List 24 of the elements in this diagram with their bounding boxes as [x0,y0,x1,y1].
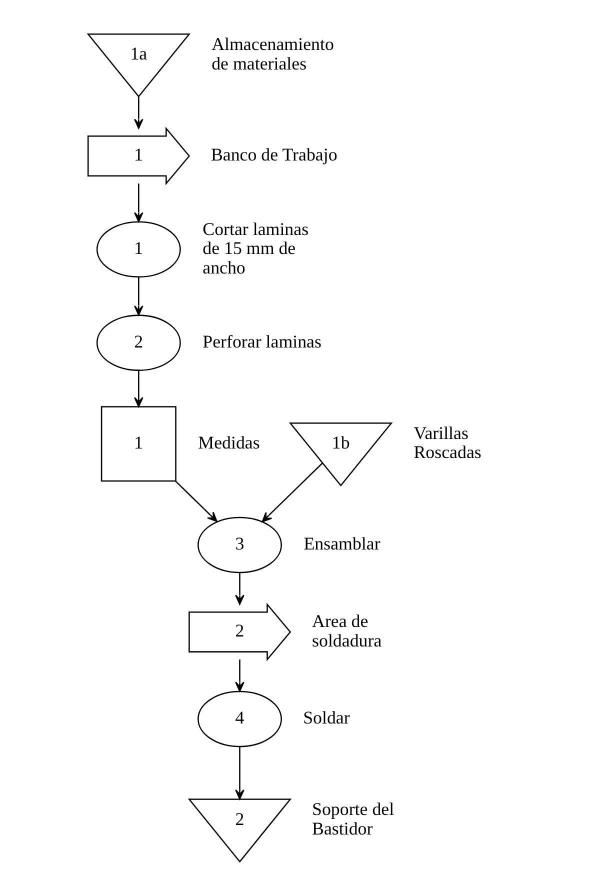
arrow [174,480,217,522]
node-label: Area de soldadura [312,611,382,650]
arrow [134,276,143,316]
arrow [134,370,143,408]
node-label: Soldar [302,708,350,728]
arrow [134,184,143,222]
node-ellipse: 4 [197,690,282,748]
node-label: Varillas Roscadas [413,423,481,462]
node-ellipse: 1 [96,221,180,278]
node-label: Medidas [198,432,260,453]
node-label: Banco de Trabajo [210,144,337,165]
node-label: Perforar laminas [202,332,321,352]
node-label: Cortar laminas de 15 mm de ancho [202,218,308,278]
arrow [261,462,322,522]
arrow [234,572,244,605]
node-box: 1 [100,406,176,482]
node-label: Almacenamiento de materiales [211,34,334,74]
node-label: Ensamblar [303,534,380,554]
arrow [234,746,244,800]
arrow [134,96,143,129]
node-ellipse: 2 [96,314,180,371]
arrow [234,660,244,692]
node-label: Soporte del Bastidor [312,799,394,838]
node-ellipse: 3 [197,516,282,574]
